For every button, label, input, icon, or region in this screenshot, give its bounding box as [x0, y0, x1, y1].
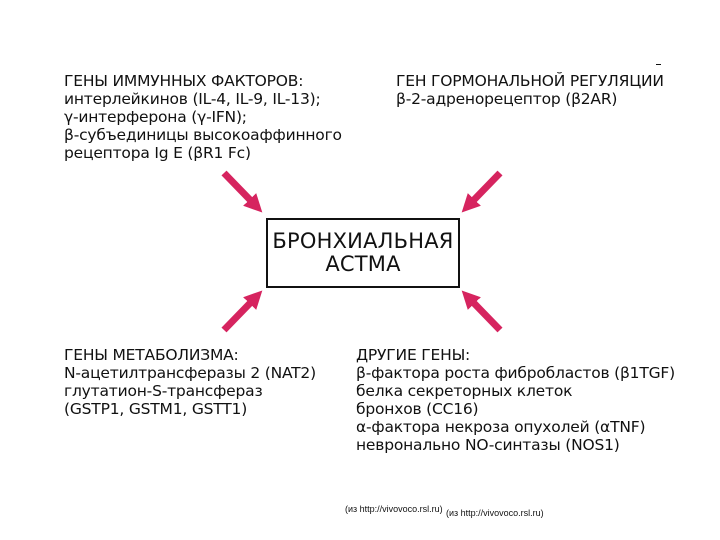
source-credit: (из http://vivovoco.rsl.ru): [446, 508, 544, 518]
metabolism-genes: ГЕНЫ МЕТАБОЛИЗМА: N-ацетилтрансферазы 2 …: [64, 346, 316, 418]
source-credit: (из http://vivovoco.rsl.ru): [345, 504, 443, 514]
other-genes: ДРУГИЕ ГЕНЫ: β-фактора роста фибробласто…: [356, 346, 675, 454]
other-genes-line: β-фактора роста фибробластов (β1TGF): [356, 364, 675, 382]
center-line: БРОНХИАЛЬНАЯ: [272, 229, 454, 253]
immune-factor-genes: ГЕНЫ ИММУННЫХ ФАКТОРОВ: интерлейкинов (I…: [64, 72, 342, 162]
other-genes-line: α-фактора некроза опухолей (αTNF): [356, 418, 646, 436]
immune-genes-line: β-субъединицы высокоаффинного: [64, 126, 342, 144]
other-genes-line: невронально NO-синтазы (NOS1): [356, 436, 620, 454]
metabolism-genes-heading: ГЕНЫ МЕТАБОЛИЗМА:: [64, 346, 239, 364]
metabolism-genes-line: (GSTP1, GSTM1, GSTT1): [64, 400, 248, 418]
arrow-top-right: [461, 170, 503, 213]
metabolism-genes-line: N-ацетилтрансферазы 2 (NAT2): [64, 364, 316, 382]
metabolism-genes-line: глутатион-S-трансфераз: [64, 382, 263, 400]
other-genes-line: белка секреторных клеток: [356, 382, 573, 400]
arrow-bottom-left: [221, 290, 263, 333]
immune-genes-line: интерлейкинов (IL-4, IL-9, IL-13);: [64, 90, 321, 108]
immune-genes-heading: ГЕНЫ ИММУННЫХ ФАКТОРОВ:: [64, 72, 304, 90]
hormonal-gene-line: β-2-адренорецептор (β2AR): [396, 90, 618, 108]
center-line: АСТМА: [325, 252, 401, 276]
stray-dash-mark: [656, 64, 661, 65]
immune-genes-line: γ-интерферона (γ-IFN);: [64, 108, 247, 126]
other-genes-line: бронхов (СС16): [356, 400, 479, 418]
hormonal-gene-heading: ГЕН ГОРМОНАЛЬНОЙ РЕГУЛЯЦИИ: [396, 72, 664, 90]
arrow-bottom-right: [461, 290, 503, 333]
immune-genes-line: рецептора Ig E (βR1 Fc): [64, 144, 251, 162]
hormonal-regulation-gene: ГЕН ГОРМОНАЛЬНОЙ РЕГУЛЯЦИИ β-2-адренорец…: [396, 72, 664, 108]
other-genes-heading: ДРУГИЕ ГЕНЫ:: [356, 346, 471, 364]
bronchial-asthma-box: БРОНХИАЛЬНАЯ АСТМА: [266, 218, 460, 288]
arrow-top-left: [221, 170, 263, 213]
